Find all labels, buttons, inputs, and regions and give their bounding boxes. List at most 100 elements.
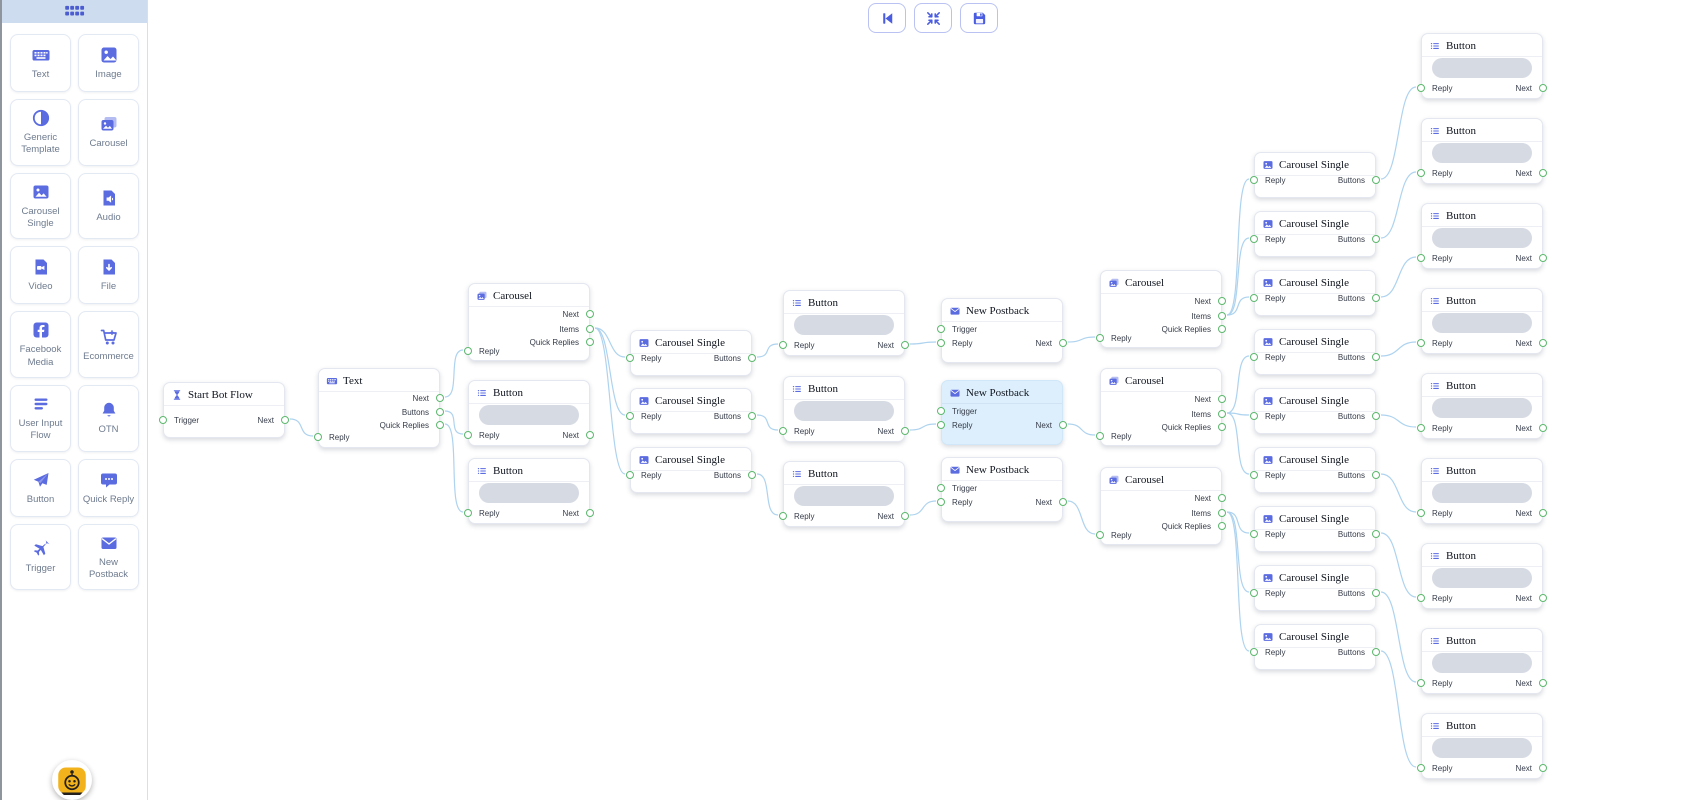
port-trigger[interactable] <box>937 484 945 492</box>
port-next[interactable] <box>1539 169 1547 177</box>
sidebar-item-new-postback[interactable]: New Postback <box>78 523 139 591</box>
sidebar-item-carousel-single[interactable]: Carousel Single <box>10 172 71 240</box>
port-buttons[interactable] <box>748 471 756 479</box>
port-reply[interactable] <box>1417 679 1425 687</box>
port-next[interactable] <box>1539 254 1547 262</box>
port-next[interactable] <box>1539 764 1547 772</box>
port-trigger[interactable] <box>937 325 945 333</box>
sidebar-item-button[interactable]: Button <box>10 458 71 517</box>
port-buttons[interactable] <box>1372 530 1380 538</box>
port-reply[interactable] <box>464 509 472 517</box>
sidebar-item-otn[interactable]: OTN <box>78 385 139 452</box>
port-reply[interactable] <box>1250 235 1258 243</box>
save-button[interactable] <box>960 3 998 33</box>
port-buttons[interactable] <box>1372 412 1380 420</box>
port-items[interactable] <box>1218 410 1226 418</box>
sidebar-item-carousel[interactable]: Carousel <box>78 99 139 166</box>
sidebar-item-generic-template[interactable]: Generic Template <box>10 99 71 166</box>
port-reply[interactable] <box>937 339 945 347</box>
port-buttons[interactable] <box>1372 648 1380 656</box>
sidebar-item-text[interactable]: Text <box>10 34 71 92</box>
port-next[interactable] <box>586 310 594 318</box>
port-reply[interactable] <box>1250 471 1258 479</box>
port-reply[interactable] <box>1417 764 1425 772</box>
sidebar-item-audio[interactable]: Audio <box>78 172 139 240</box>
sidebar-item-user-input-flow[interactable]: User Input Flow <box>10 385 71 452</box>
port-next[interactable] <box>1218 395 1226 403</box>
port-buttons[interactable] <box>1372 235 1380 243</box>
port-quick-replies[interactable] <box>1218 522 1226 530</box>
port-next[interactable] <box>901 341 909 349</box>
port-quick-replies[interactable] <box>1218 423 1226 431</box>
port-reply[interactable] <box>937 498 945 506</box>
port-reply[interactable] <box>1417 509 1425 517</box>
port-reply[interactable] <box>626 412 634 420</box>
port-next[interactable] <box>1539 84 1547 92</box>
port-next[interactable] <box>281 416 289 424</box>
port-next[interactable] <box>586 509 594 517</box>
port-reply[interactable] <box>1417 254 1425 262</box>
grid-icon[interactable] <box>64 5 85 18</box>
port-buttons[interactable] <box>1372 471 1380 479</box>
port-buttons[interactable] <box>1372 176 1380 184</box>
port-buttons[interactable] <box>748 412 756 420</box>
port-reply[interactable] <box>1096 334 1104 342</box>
bot-avatar[interactable] <box>52 760 92 800</box>
port-buttons[interactable] <box>748 354 756 362</box>
port-reply[interactable] <box>1250 294 1258 302</box>
port-next[interactable] <box>1059 498 1067 506</box>
port-reply[interactable] <box>314 433 322 441</box>
port-trigger[interactable] <box>937 407 945 415</box>
port-next[interactable] <box>1539 594 1547 602</box>
port-items[interactable] <box>1218 312 1226 320</box>
port-next[interactable] <box>436 394 444 402</box>
port-reply[interactable] <box>779 427 787 435</box>
port-items[interactable] <box>586 325 594 333</box>
port-next[interactable] <box>1218 494 1226 502</box>
sidebar-item-trigger[interactable]: Trigger <box>10 523 71 591</box>
go-to-start-button[interactable] <box>868 3 906 33</box>
fit-view-button[interactable] <box>914 3 952 33</box>
port-buttons[interactable] <box>1372 589 1380 597</box>
port-reply[interactable] <box>1417 594 1425 602</box>
port-next[interactable] <box>1059 421 1067 429</box>
sidebar-item-video[interactable]: Video <box>10 246 71 305</box>
port-reply[interactable] <box>626 354 634 362</box>
port-reply[interactable] <box>1250 530 1258 538</box>
port-next[interactable] <box>1539 679 1547 687</box>
port-reply[interactable] <box>1417 84 1425 92</box>
port-reply[interactable] <box>1250 176 1258 184</box>
port-reply[interactable] <box>1096 531 1104 539</box>
sidebar-item-file[interactable]: File <box>78 246 139 305</box>
port-reply[interactable] <box>1250 589 1258 597</box>
port-reply[interactable] <box>1417 169 1425 177</box>
sidebar-item-image[interactable]: Image <box>78 34 139 92</box>
port-reply[interactable] <box>779 341 787 349</box>
port-trigger[interactable] <box>159 416 167 424</box>
sidebar-item-facebook-media[interactable]: Facebook Media <box>10 311 71 379</box>
